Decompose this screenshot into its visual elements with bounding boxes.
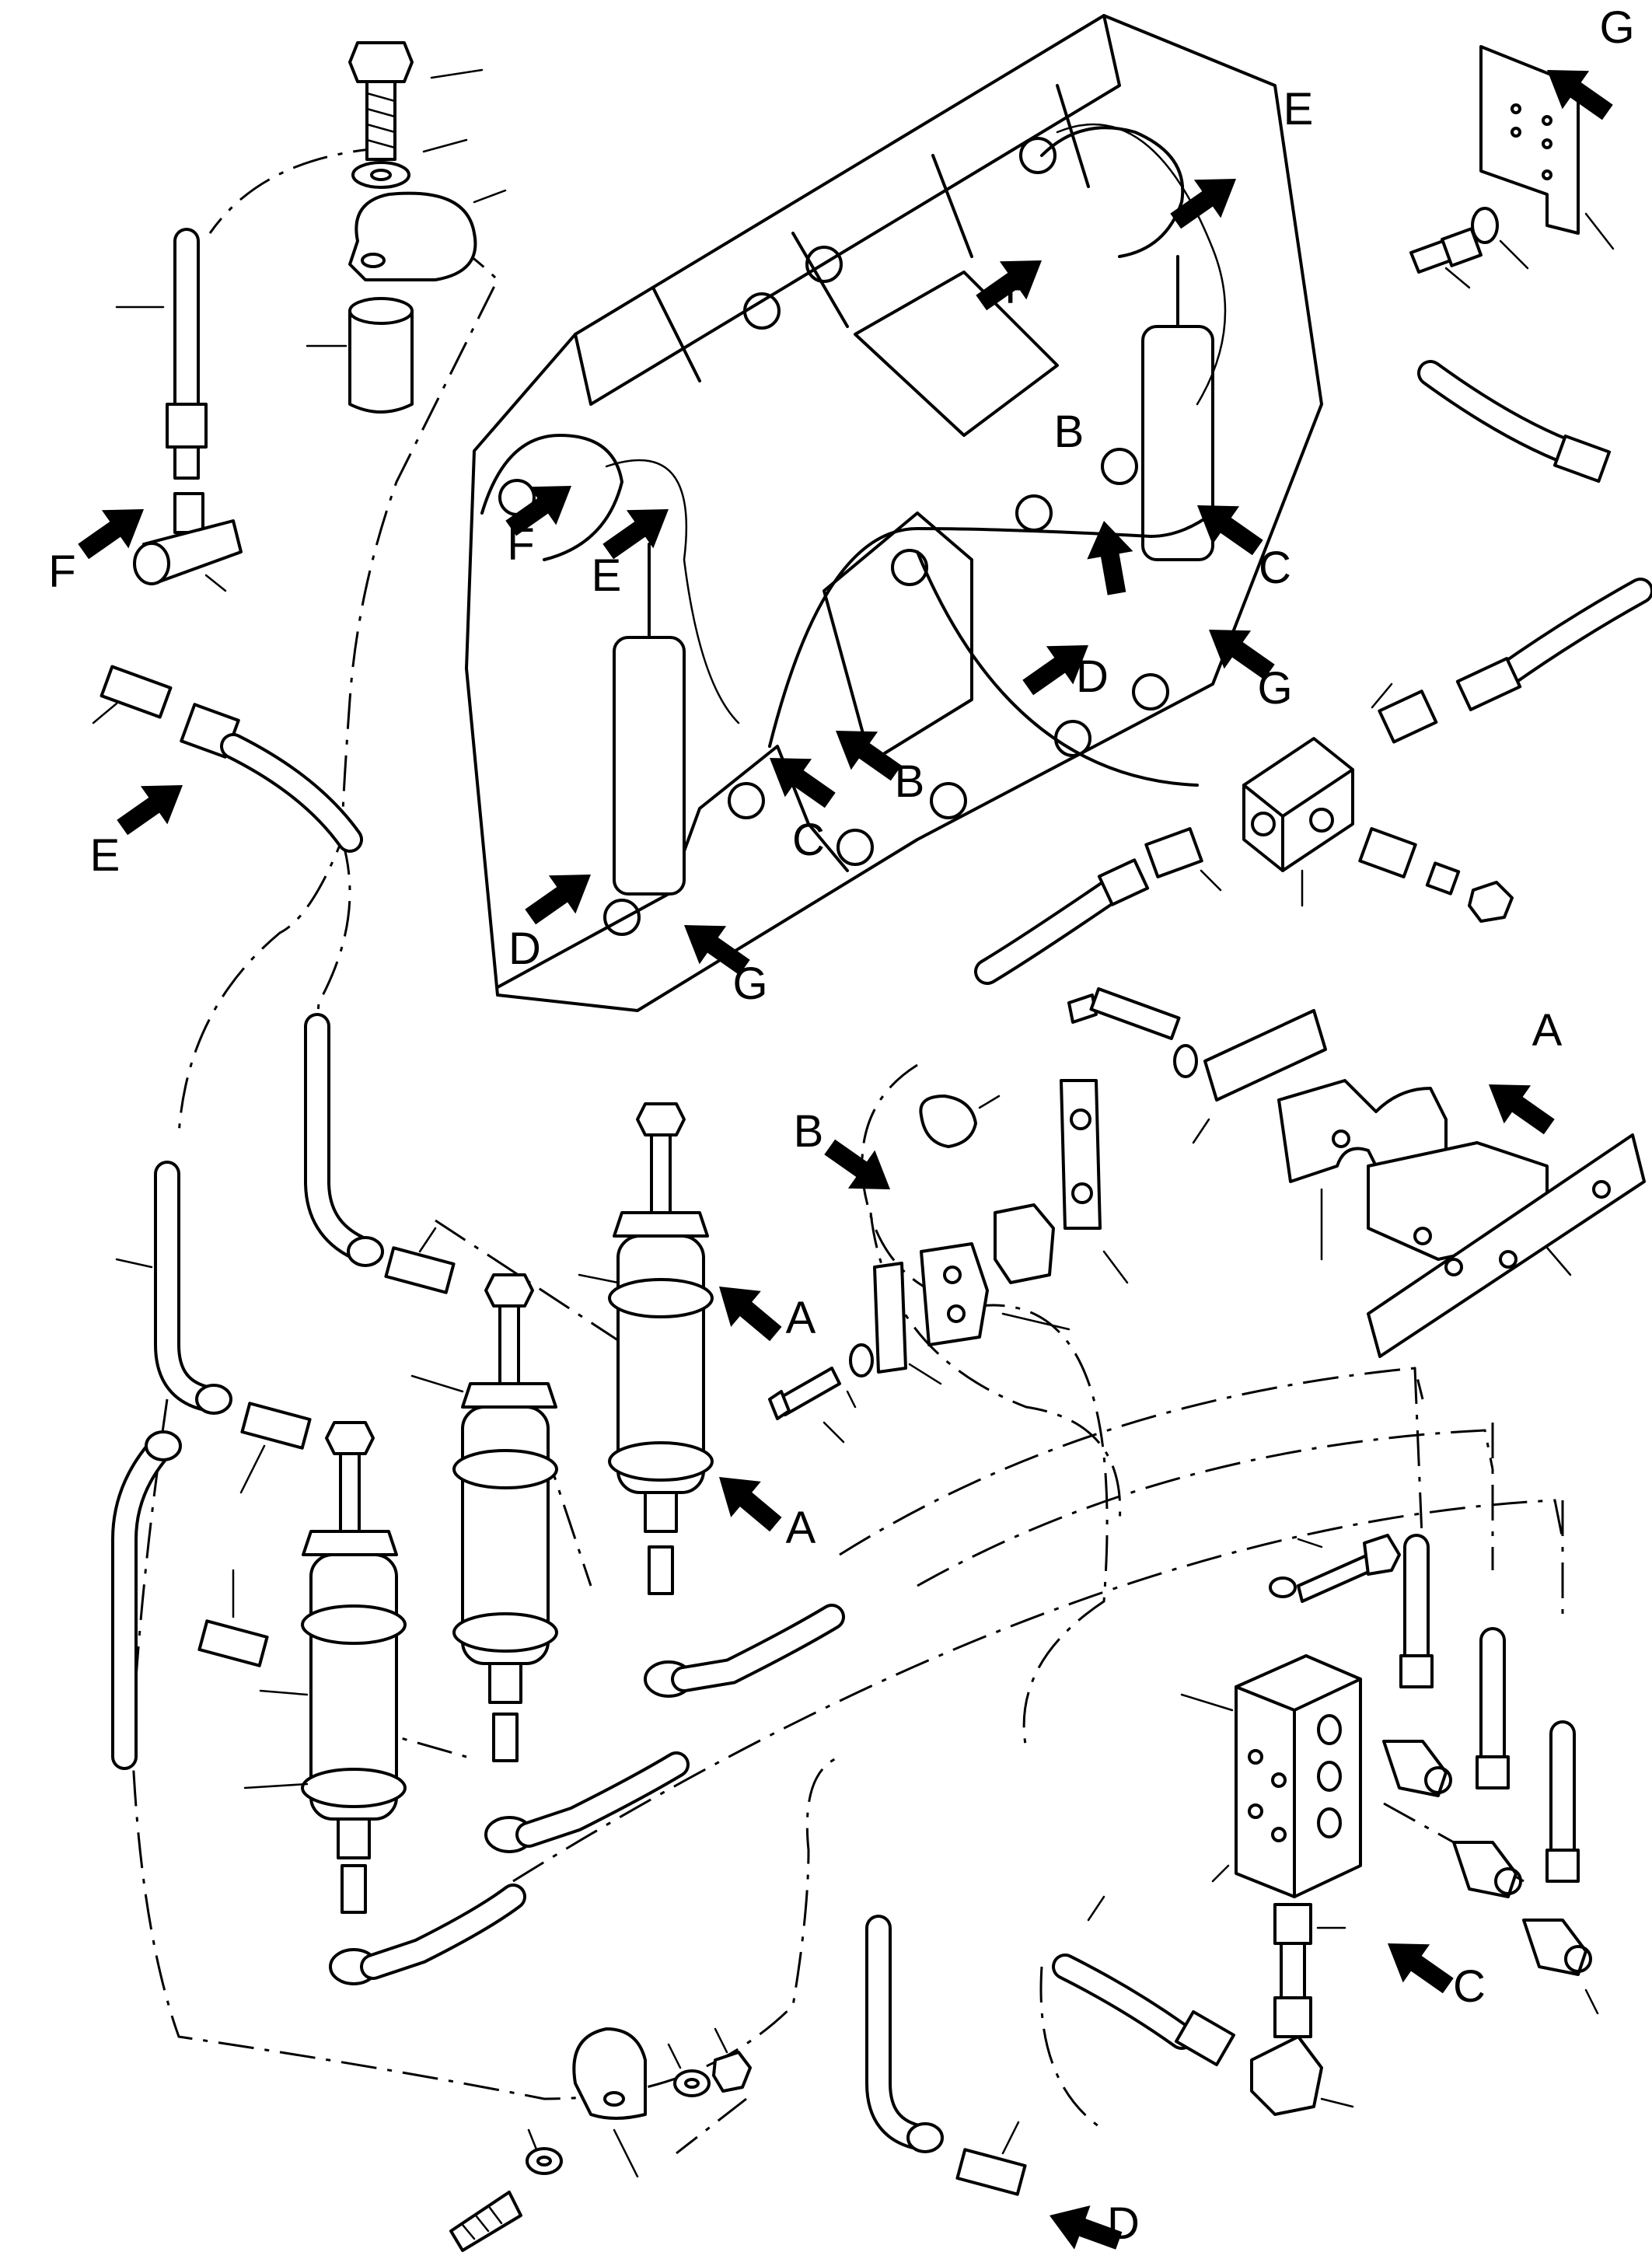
callout-arrow-icon xyxy=(836,731,902,781)
valve-block xyxy=(1052,1534,1599,2116)
callout-b-clamp: B xyxy=(794,1106,890,1189)
callout-letter: C xyxy=(1453,1961,1486,2012)
callout-g-left: G xyxy=(684,925,768,1009)
hose-bottom-d xyxy=(865,1915,1027,2196)
callout-f-left: F xyxy=(505,486,571,570)
accumulator-1 xyxy=(578,1102,714,1595)
callout-a-cyl-2: A xyxy=(719,1477,816,1553)
callout-letter: E xyxy=(90,830,120,881)
callout-labels: G E F B C D G F E F E C B D G A B A A C D xyxy=(48,2,1635,2250)
callout-letter: C xyxy=(792,815,825,865)
callout-arrow-icon xyxy=(1087,521,1133,595)
callout-letter: B xyxy=(895,756,925,807)
hose-fitting-left xyxy=(92,665,363,853)
callout-g-corner: G xyxy=(1547,2,1635,120)
callout-a-cyl-1: A xyxy=(719,1287,816,1343)
accumulator-hoses xyxy=(329,1604,845,1985)
callout-f-top: F xyxy=(976,260,1042,313)
callout-c-bottom: C xyxy=(1388,1943,1486,2012)
callout-a-block: A xyxy=(1489,1005,1563,1135)
accumulator-3 xyxy=(243,1421,407,1914)
callout-letter: F xyxy=(48,546,75,597)
callout-arrow-icon xyxy=(1209,630,1275,680)
callout-e-top: E xyxy=(1170,84,1313,229)
callout-arrow-icon xyxy=(770,758,836,808)
callout-letter: D xyxy=(508,924,541,974)
junction-block xyxy=(974,737,1514,985)
callout-arrow-icon xyxy=(525,875,591,925)
callout-c-right: C xyxy=(1197,505,1291,593)
callout-letter: G xyxy=(1599,2,1634,53)
callout-arrow-icon xyxy=(1547,70,1613,120)
callout-e-left: E xyxy=(592,509,669,601)
callout-b-top: B xyxy=(1054,407,1133,595)
callout-letter: F xyxy=(507,519,534,570)
callout-letter: D xyxy=(1076,651,1109,702)
callout-f-far: F xyxy=(48,509,144,597)
callout-arrow-icon xyxy=(824,1139,890,1189)
callout-letter: B xyxy=(794,1106,824,1157)
callout-arrow-icon xyxy=(1197,505,1263,556)
callout-b-mid: B xyxy=(836,731,924,807)
callout-arrow-icon xyxy=(1022,645,1088,696)
hose-right-upper xyxy=(1371,360,1652,744)
callout-arrow-icon xyxy=(684,925,750,976)
callout-letter: C xyxy=(1259,543,1291,593)
callout-arrow-icon xyxy=(602,509,669,560)
callout-letter: A xyxy=(786,1293,816,1343)
callout-letter: E xyxy=(592,550,622,601)
bracket-plate xyxy=(1409,45,1615,289)
callout-arrow-icon xyxy=(505,486,571,536)
callout-arrow-icon xyxy=(719,1287,782,1342)
clip-assembly-bottom xyxy=(449,2027,752,2252)
callout-letter: E xyxy=(1284,84,1314,134)
callout-arrow-icon xyxy=(78,509,144,560)
callout-arrow-icon xyxy=(1050,2205,1123,2250)
callout-letter: A xyxy=(1532,1005,1563,1056)
callout-arrow-icon xyxy=(117,785,183,836)
hose-tee-left xyxy=(115,228,243,592)
callout-arrow-icon xyxy=(1388,1943,1454,1994)
callout-e-far: E xyxy=(90,785,183,881)
split-clamp-assembly xyxy=(1067,987,1646,1358)
callout-g-right: G xyxy=(1209,630,1293,714)
callout-letter: D xyxy=(1107,2198,1140,2249)
callout-letter: G xyxy=(1257,663,1292,714)
accumulator-2 xyxy=(410,1273,558,1762)
callout-arrow-icon xyxy=(1170,179,1236,229)
hose-left-vertical xyxy=(111,1013,456,1770)
callout-letter: G xyxy=(732,958,767,1009)
small-clamp-assembly xyxy=(768,1079,1129,1444)
clip-assembly-top xyxy=(306,41,507,414)
callout-letter: B xyxy=(1054,407,1084,457)
callout-d-bottom: D xyxy=(1050,2198,1140,2250)
callout-c-mid: C xyxy=(770,758,836,865)
callout-arrow-icon xyxy=(719,1477,782,1532)
callout-d-right: D xyxy=(1022,645,1109,702)
callout-letter: F xyxy=(1004,263,1032,313)
callout-arrow-icon xyxy=(976,260,1042,311)
callout-arrow-icon xyxy=(1489,1084,1555,1135)
callout-d-left: D xyxy=(508,875,591,974)
callout-letter: A xyxy=(786,1503,816,1553)
